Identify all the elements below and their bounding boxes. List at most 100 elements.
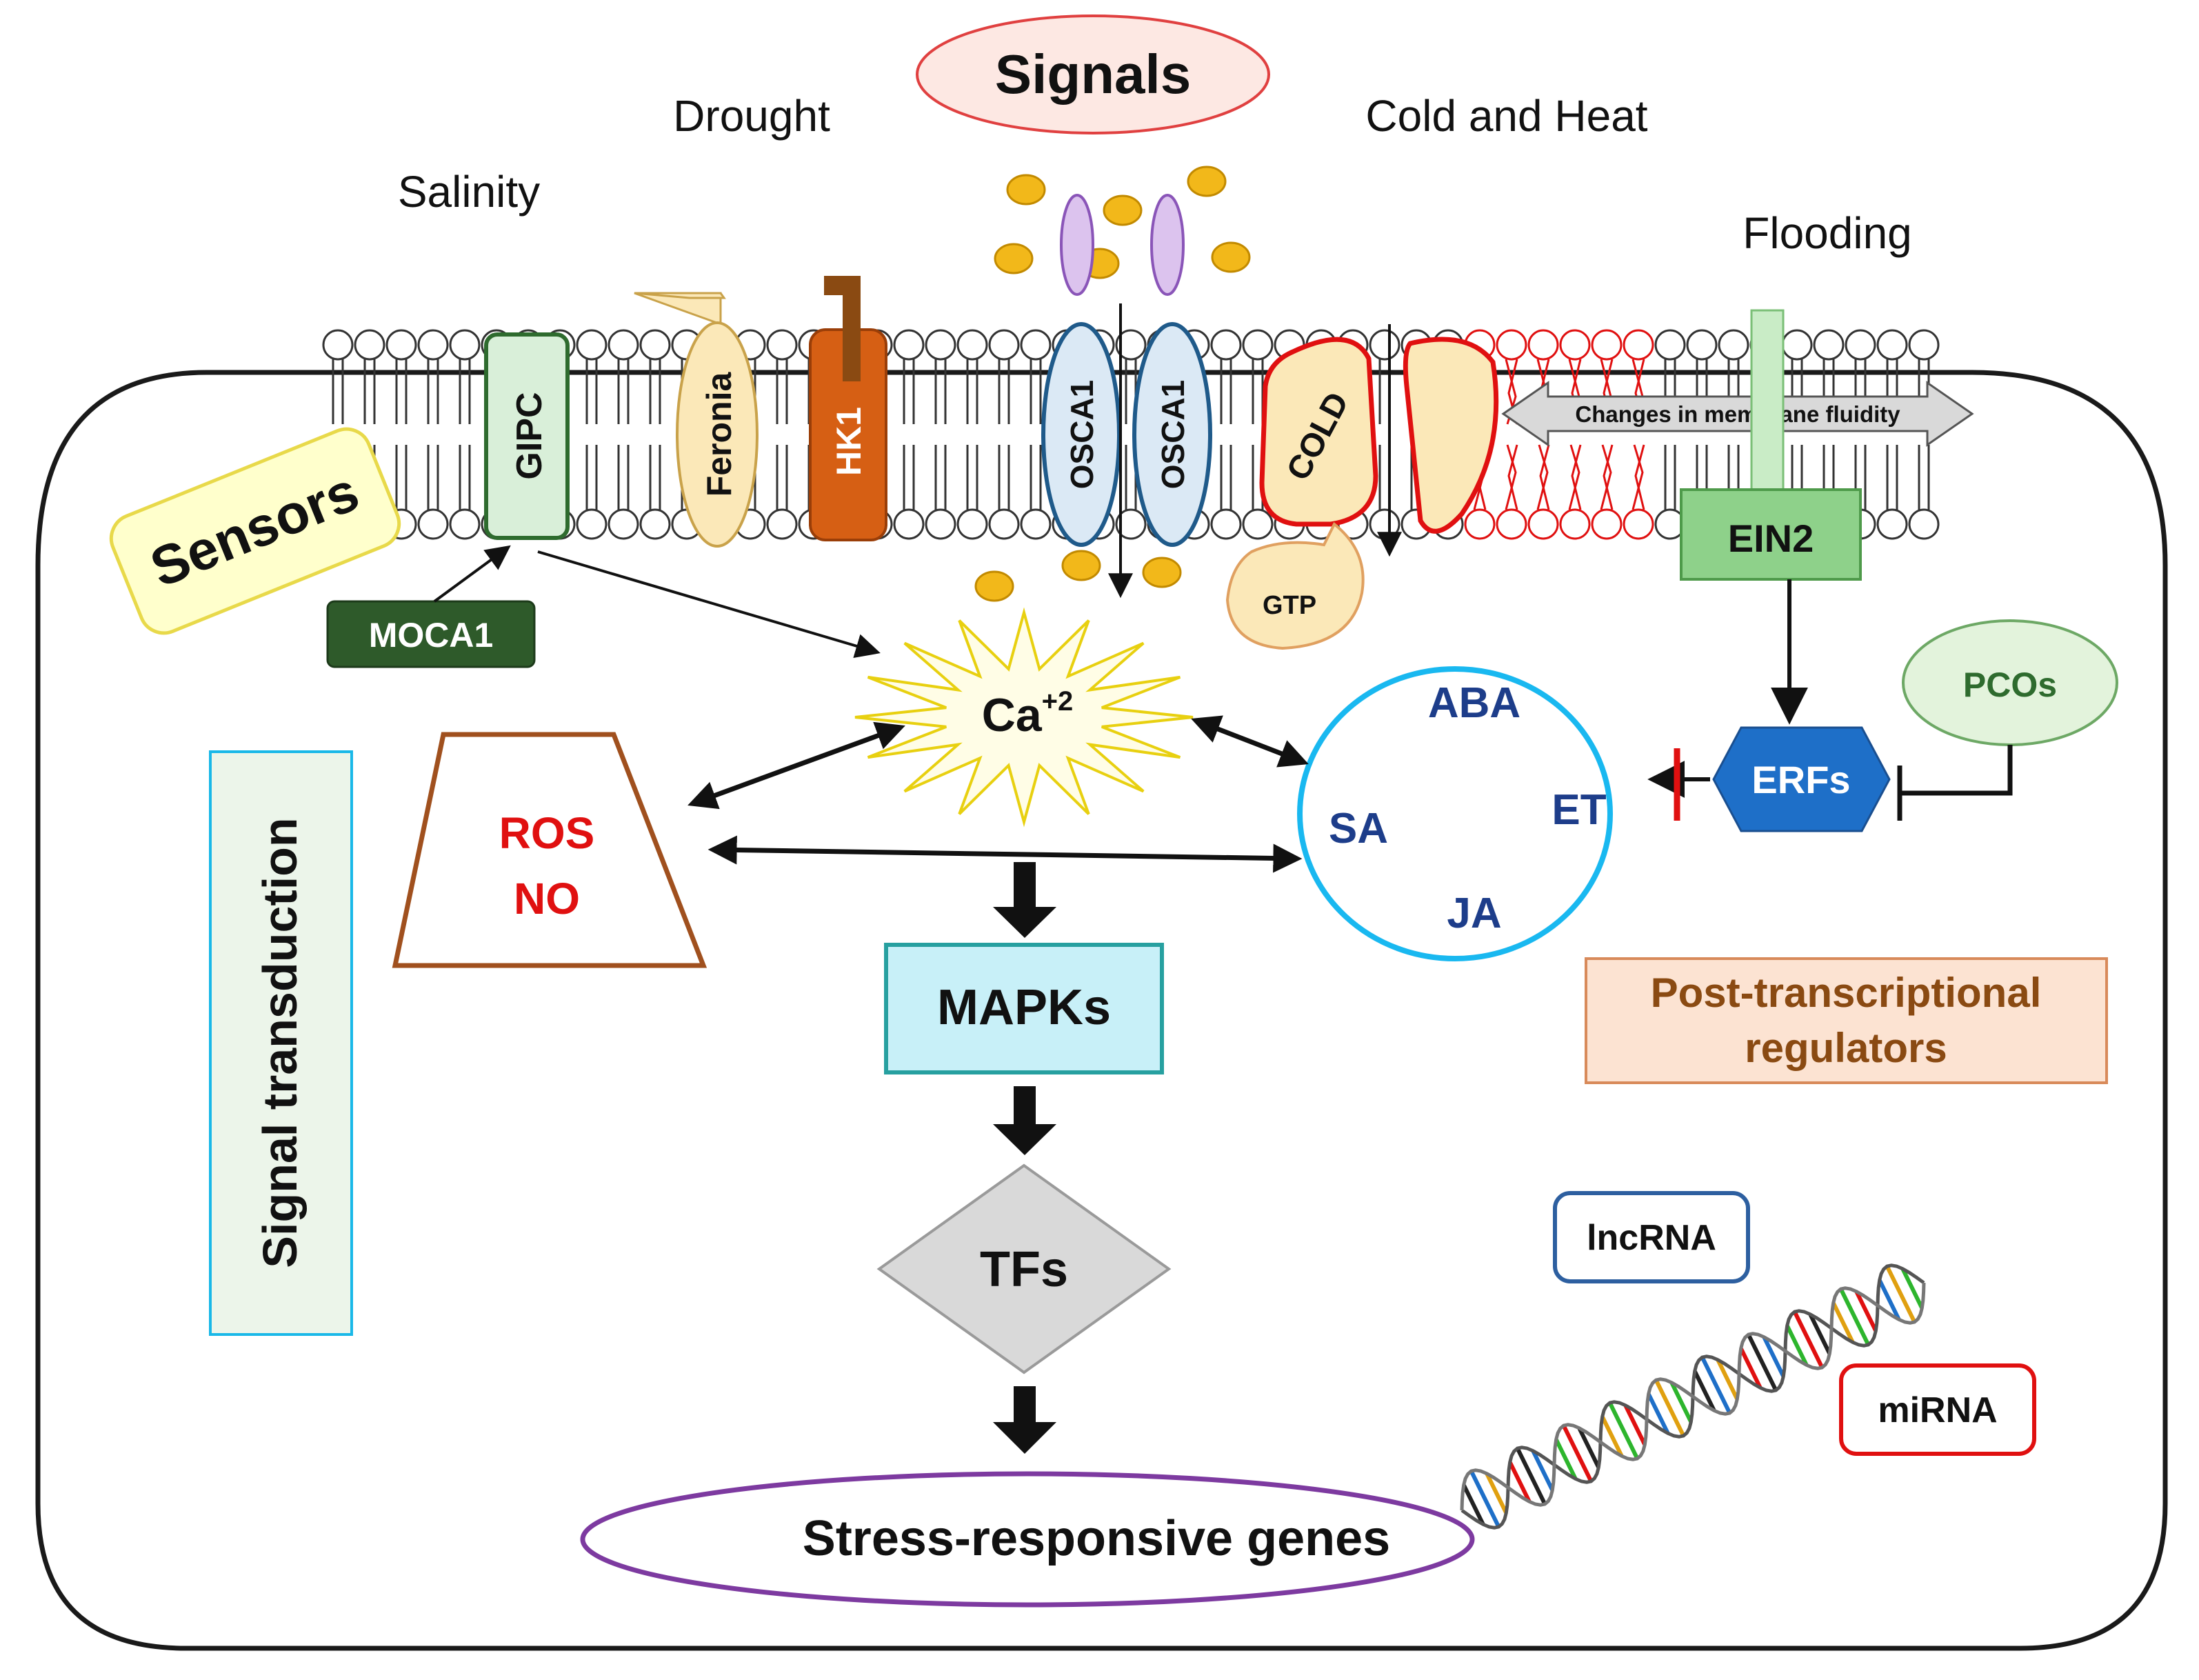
flooding-label: Flooding (1743, 208, 1912, 258)
lipid-head (988, 508, 1020, 540)
lipid-head (766, 508, 798, 540)
lipid-head (925, 508, 956, 540)
signals-label: Signals (995, 43, 1192, 105)
osca1-left-label: OSCA1 (1064, 380, 1100, 489)
ros-hormone-arrow (707, 835, 1303, 873)
lipid-head (576, 508, 608, 540)
dna-base-pair (1792, 1310, 1825, 1369)
gtp-node: GTP (1225, 521, 1365, 650)
ros-label: ROS (499, 808, 595, 858)
lipid-tail (1571, 444, 1582, 510)
lipid-head (1242, 329, 1274, 361)
calcium-ros-arrow (687, 721, 905, 810)
lipid-head (893, 329, 925, 361)
gipc-to-calcium-arrow (537, 550, 881, 659)
lipid-head (608, 508, 639, 540)
pcos-inhibits-erfs (1900, 745, 2013, 796)
moca1-to-gipc-arrow (433, 545, 511, 603)
lipid-head (449, 329, 481, 361)
hormone-node: ABA SA ET JA (1297, 666, 1613, 961)
lipid-head (1813, 329, 1845, 361)
feronia-protein: Feronia (634, 292, 759, 548)
dna-base-pair (1838, 1288, 1871, 1346)
lipid-head (608, 329, 639, 361)
dna-base-pair (1647, 1392, 1670, 1434)
et-label: ET (1552, 786, 1606, 834)
membrane-fluidity-label: Changes in membrane fluidity (1575, 401, 1900, 427)
no-label: NO (514, 874, 580, 923)
lipid-tail (1603, 444, 1614, 510)
dna-base-pair (1700, 1356, 1732, 1414)
lipid-head (1876, 329, 1908, 361)
dna-base-pair (1623, 1404, 1647, 1446)
dna-base-pair (1462, 1483, 1485, 1526)
lipid-head (1908, 329, 1940, 361)
signal-transduction-label: Signal transduction (253, 817, 307, 1268)
lipid-tail (1507, 444, 1518, 510)
calcium-charge: +2 (1042, 686, 1074, 717)
dna-base-pair (1785, 1324, 1809, 1366)
moca1-label: MOCA1 (369, 616, 494, 654)
lipid-head (1496, 508, 1527, 540)
dna-base-pair (1485, 1472, 1508, 1514)
lipid-tail (1505, 444, 1517, 510)
lipid-head (417, 508, 449, 540)
moca1-node: MOCA1 (326, 600, 536, 668)
lipid-head (1210, 508, 1242, 540)
dna-base-pair (1607, 1401, 1640, 1460)
lncrna-node: lncRNA (1553, 1191, 1750, 1283)
calcium-base: Ca (982, 689, 1043, 741)
lipid-head (956, 508, 988, 540)
lipid-head (1020, 329, 1052, 361)
signals-node: Signals (916, 14, 1270, 134)
osca1-channel-left: OSCA1 (1041, 194, 1121, 547)
lipid-head (925, 329, 956, 361)
lipid-head (1686, 329, 1718, 361)
dna-base-pair (1854, 1290, 1878, 1332)
dna-base-pair (1885, 1265, 1917, 1323)
to-mapks-arrow (993, 862, 1056, 938)
dna-base-pair (1531, 1450, 1554, 1492)
calcium-hormone-arrow (1191, 715, 1309, 768)
hk1-protein: HK1 (809, 276, 887, 541)
dna-base-pair (1693, 1370, 1716, 1412)
ja-label: JA (1447, 890, 1501, 937)
dna-base-pair (1508, 1461, 1532, 1503)
dna-base-pair (1669, 1381, 1693, 1423)
lipid-head (1115, 329, 1147, 361)
genes-label: Stress-responsive genes (803, 1511, 1390, 1566)
post-transcriptional-node: Post-transcriptional regulators (1585, 957, 2108, 1084)
calcium-label: Ca+2 (982, 686, 1074, 741)
lipid-head (1210, 329, 1242, 361)
dna-base-pair (1831, 1301, 1855, 1343)
lipid-head (1908, 508, 1940, 540)
lipid-head (1115, 508, 1147, 540)
erfs-label: ERFs (1751, 758, 1850, 801)
calcium-node: Ca+2 (854, 607, 1194, 828)
tfs-node: TFs (876, 1163, 1172, 1374)
lipid-head (1591, 329, 1623, 361)
to-genes-arrow (993, 1386, 1056, 1454)
osca1-channel-right: OSCA1 (1132, 194, 1212, 547)
cell-membrane-outline (35, 370, 2168, 1651)
erfs-node: ERFs (1712, 726, 1891, 832)
lipid-head (1845, 329, 1876, 361)
osca1-right-label: OSCA1 (1155, 380, 1191, 489)
lipid-head (1718, 329, 1749, 361)
lipid-head (1527, 329, 1559, 361)
cold-heat-label: Cold and Heat (1365, 91, 1647, 141)
lipid-head (956, 329, 988, 361)
lipid-head (1242, 508, 1274, 540)
aba-label: ABA (1428, 679, 1520, 727)
membrane-fluidity-arrow: Changes in membrane fluidity (1501, 381, 1974, 447)
lipid-head (766, 329, 798, 361)
lipid-head (639, 508, 671, 540)
dna-base-pair (1900, 1268, 1924, 1310)
ros-no-node: ROS NO (392, 732, 707, 968)
sa-label: SA (1329, 805, 1388, 852)
lipid-head (988, 329, 1020, 361)
dna-base-pair (1600, 1415, 1624, 1457)
lipid-head (1623, 329, 1654, 361)
lipid-head (1369, 508, 1400, 540)
